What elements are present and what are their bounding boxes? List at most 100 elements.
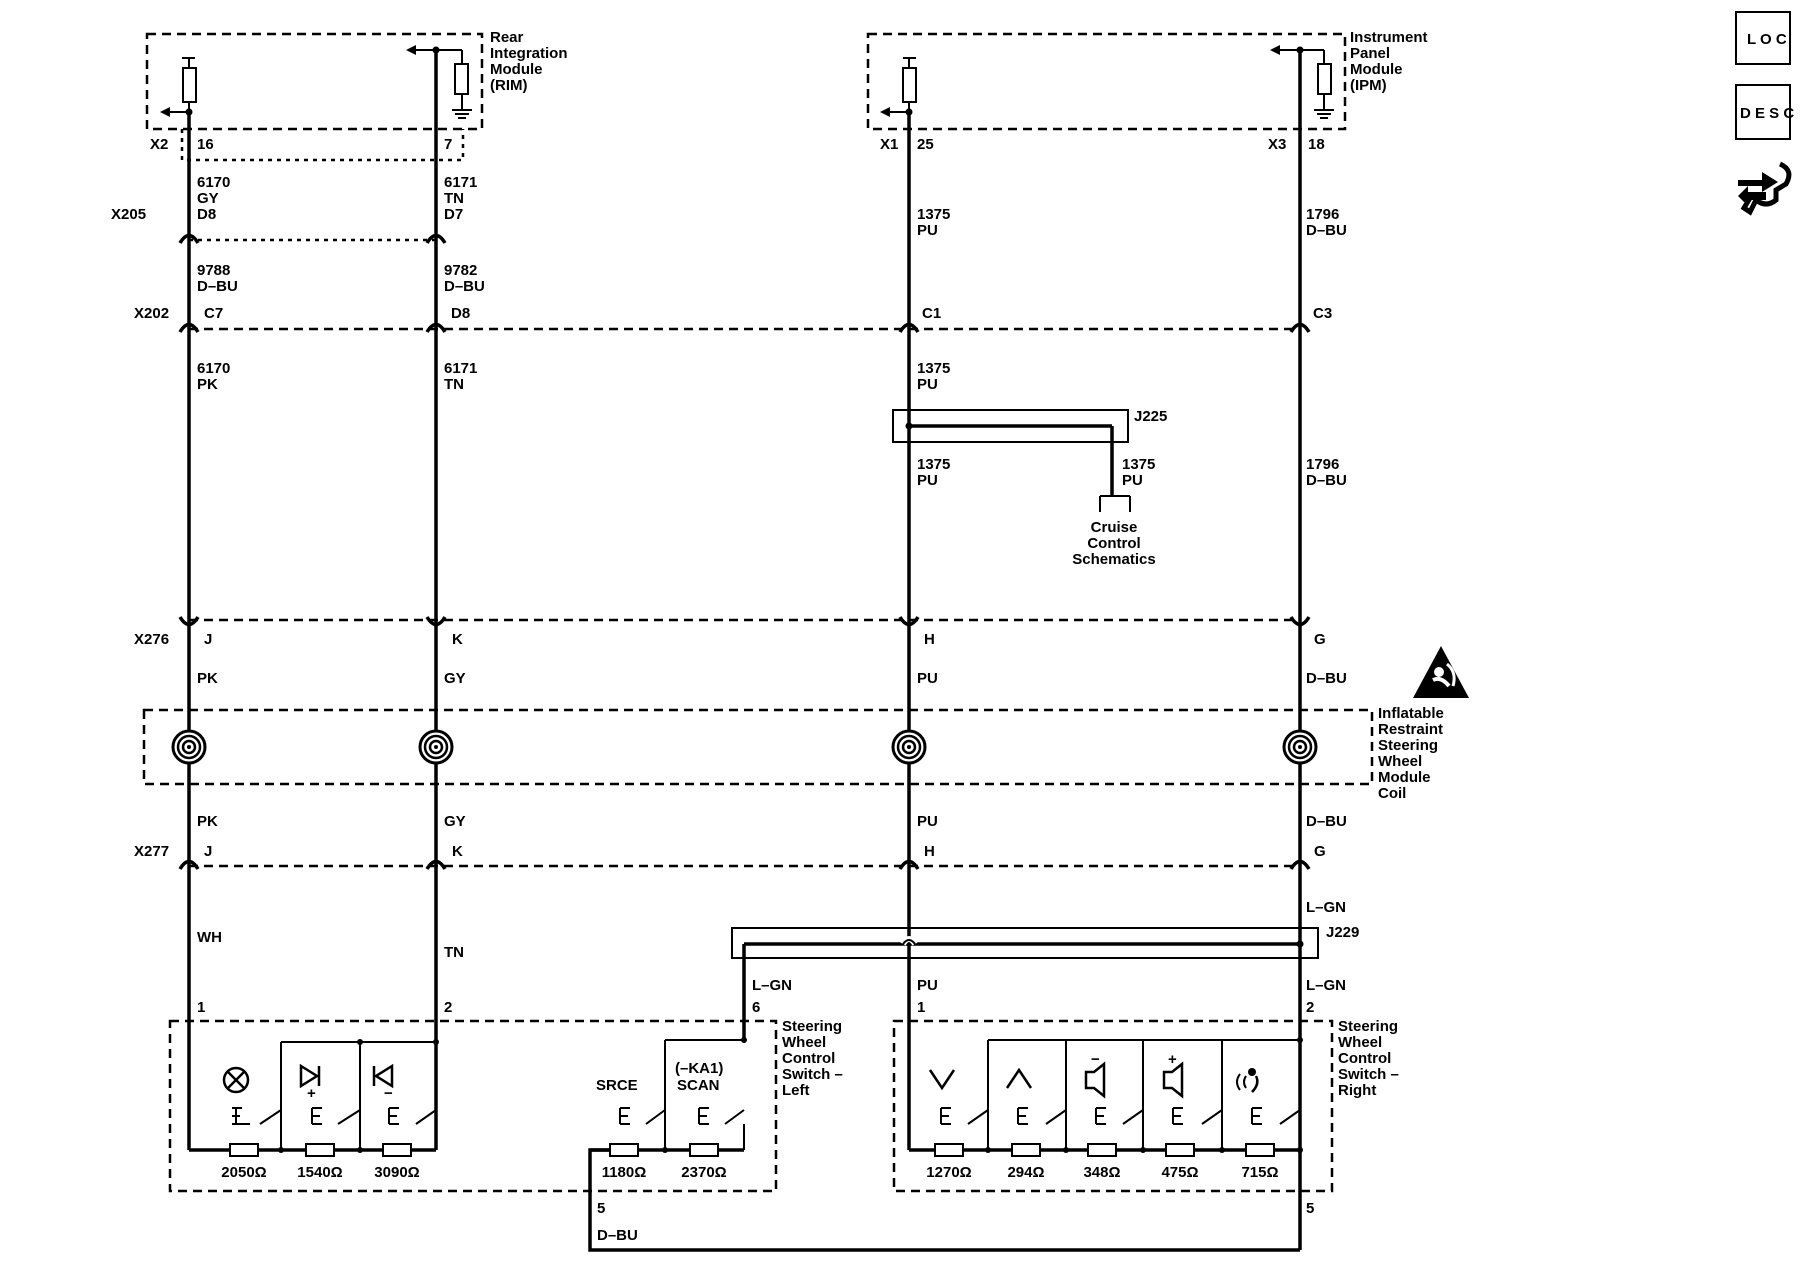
wire-dbu-bottom: D–BU <box>597 1227 638 1244</box>
sw-right-label-1: Steering <box>1338 1018 1398 1035</box>
wire-cruise-num: 1375 <box>1122 456 1155 473</box>
wire-c1a-color: GY <box>197 190 219 207</box>
splice-j229 <box>731 927 1319 959</box>
loc-icon-button[interactable]: L O C <box>1735 11 1791 65</box>
conn-x276-c4: G <box>1314 631 1326 648</box>
wire-c1f: PK <box>197 813 218 830</box>
sw-left-src-circuit <box>590 1037 747 1157</box>
wire-c4a-num: 1796 <box>1306 206 1339 223</box>
sw-right-label-3: Control <box>1338 1050 1391 1067</box>
airbag-warning-icon <box>1413 646 1469 698</box>
coil-label-2: Restraint <box>1378 721 1443 738</box>
cruise-label-2: Control <box>1087 535 1140 552</box>
pin-right-2: 2 <box>1306 999 1314 1016</box>
pin-ipm-x1: X1 <box>880 136 898 153</box>
prev-track-icon <box>372 1063 394 1089</box>
wire-c4d-color: D–BU <box>1306 472 1347 489</box>
coil-label-3: Steering <box>1378 737 1438 754</box>
ipm-label-3: Module <box>1350 61 1403 78</box>
wire-pu-bottom: PU <box>917 977 938 994</box>
wire-c2c-color: TN <box>444 376 464 393</box>
conn-x202-c4: C3 <box>1313 305 1332 322</box>
wire-c4d-num: 1796 <box>1306 456 1339 473</box>
wire-c3a-num: 1375 <box>917 206 950 223</box>
rim-label-3: Module <box>490 61 543 78</box>
rim-internal-circuit <box>160 45 472 119</box>
pin-left-6: 6 <box>752 999 760 1016</box>
sw-left-label-4: Switch – <box>782 1066 843 1083</box>
conn-x276-c3: H <box>924 631 935 648</box>
wire-c2e: GY <box>444 670 466 687</box>
conn-x202: X202 <box>134 305 169 322</box>
sw-left-circuit <box>189 1039 439 1157</box>
ipm-label-1: Instrument <box>1350 29 1428 46</box>
res-3090: 3090Ω <box>374 1164 419 1181</box>
res-1270: 1270Ω <box>926 1164 971 1181</box>
wire-cruise-color: PU <box>1122 472 1143 489</box>
wire-c2a-color: TN <box>444 190 464 207</box>
sw-right-label-4: Switch – <box>1338 1066 1399 1083</box>
ipm-label-2: Panel <box>1350 45 1390 62</box>
wire-c1g: WH <box>197 929 222 946</box>
prev-minus-sign: − <box>384 1085 393 1102</box>
loc-icon-label: L O C <box>1747 31 1787 48</box>
conn-x277-c4: G <box>1314 843 1326 860</box>
splice-j225-label: J225 <box>1134 408 1167 425</box>
res-475: 475Ω <box>1161 1164 1198 1181</box>
mute-icon <box>222 1066 250 1094</box>
wire-c3c-num: 1375 <box>917 360 950 377</box>
conn-x202-c1: C7 <box>204 305 223 322</box>
switch-ka1-label: (–KA1) <box>675 1060 723 1077</box>
sw-left-label-5: Left <box>782 1082 810 1099</box>
wire-c2f: GY <box>444 813 466 830</box>
coil-label-5: Module <box>1378 769 1431 786</box>
chevron-up-icon <box>1005 1067 1033 1089</box>
pin-ipm-x3: X3 <box>1268 136 1286 153</box>
pin-left-1: 1 <box>197 999 205 1016</box>
rim-label-4: (RIM) <box>490 77 528 94</box>
wire-c3c-color: PU <box>917 376 938 393</box>
chevron-down-icon <box>928 1069 956 1091</box>
res-2370: 2370Ω <box>681 1164 726 1181</box>
wire-c1c-num: 6170 <box>197 360 230 377</box>
coil-spring-icons <box>171 729 1318 765</box>
rim-module-box <box>145 32 484 131</box>
ipm-label-4: (IPM) <box>1350 77 1387 94</box>
wire-c4a-color: D–BU <box>1306 222 1347 239</box>
pin-left-5: 5 <box>597 1200 605 1217</box>
repair-tool-icon[interactable] <box>1738 161 1792 216</box>
wire-c1a-num: 6170 <box>197 174 230 191</box>
switch-srce-label: SRCE <box>596 1077 638 1094</box>
pin-right-5: 5 <box>1306 1200 1314 1217</box>
splice-j225 <box>892 409 1129 443</box>
coil-module-box <box>142 708 1374 786</box>
wire-c3a-color: PU <box>917 222 938 239</box>
sw-left-label-2: Wheel <box>782 1034 826 1051</box>
pin-rim-x2: X2 <box>150 136 168 153</box>
conn-x276-c1: J <box>204 631 212 648</box>
wire-c1c-color: PK <box>197 376 218 393</box>
next-plus-sign: + <box>307 1085 316 1102</box>
sw-left-label-3: Control <box>782 1050 835 1067</box>
pin-left-2: 2 <box>444 999 452 1016</box>
conn-x205: X205 <box>111 206 146 223</box>
connector-x202 <box>178 322 1311 333</box>
splice-j229-label: J229 <box>1326 924 1359 941</box>
conn-x277-c3: H <box>924 843 935 860</box>
wire-c4g: L–GN <box>1306 899 1346 916</box>
rim-label-2: Integration <box>490 45 568 62</box>
conn-x277: X277 <box>134 843 169 860</box>
wire-c4e: D–BU <box>1306 670 1347 687</box>
sw-right-label-2: Wheel <box>1338 1034 1382 1051</box>
desc-icon-button[interactable]: D E S C <box>1735 84 1794 140</box>
wire-c2b-num: 9782 <box>444 262 477 279</box>
conn-x205-c2: D7 <box>444 206 463 223</box>
switch-scan-label: SCAN <box>677 1077 720 1094</box>
pin-right-1: 1 <box>917 999 925 1016</box>
circuit-wires <box>187 50 1302 1252</box>
wire-c3e: PU <box>917 670 938 687</box>
volume-up-icon <box>1162 1061 1184 1099</box>
res-715: 715Ω <box>1241 1164 1278 1181</box>
conn-x202-c2: D8 <box>451 305 470 322</box>
connector-x205 <box>178 233 447 244</box>
